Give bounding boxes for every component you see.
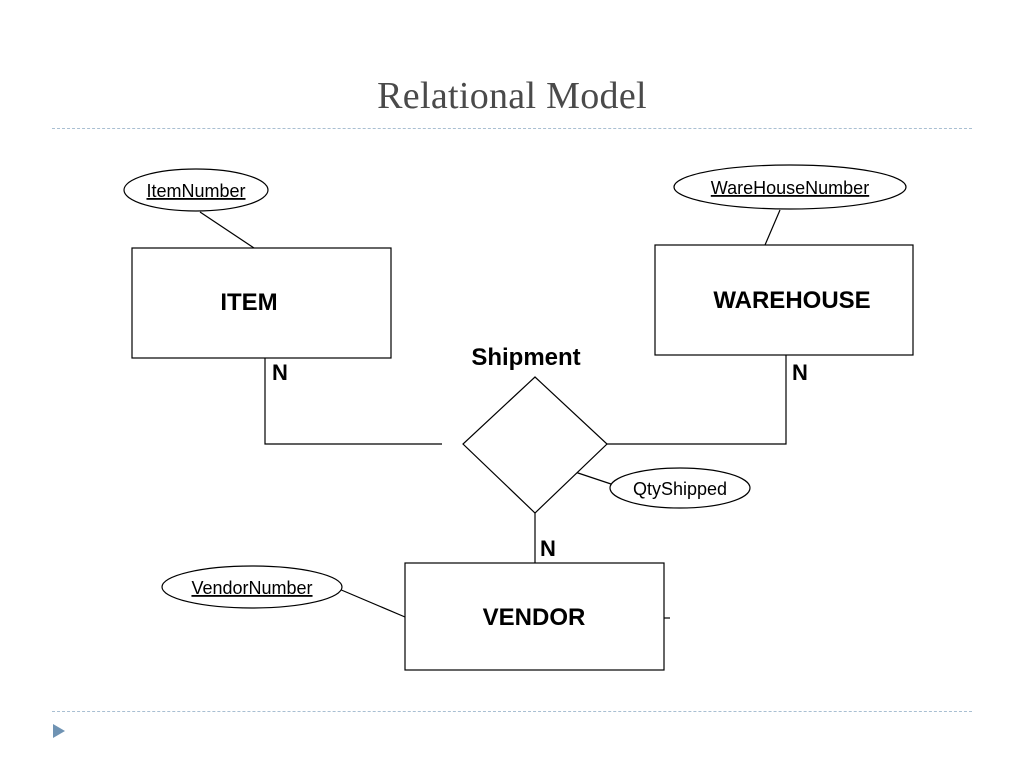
entity-vendor-label: VENDOR [483,604,586,631]
attribute-vendor-number-label: VendorNumber [191,578,312,598]
title-divider [52,128,972,129]
warehouse-number-line [764,209,781,246]
entity-vendor: VENDOR [404,562,665,671]
cardinality-vendor-label: N [540,536,556,561]
relationship-shipment-label: Shipment [471,344,580,371]
entity-warehouse-label: WAREHOUSE [713,287,870,314]
triangle-bullet-icon [52,723,66,744]
cardinality-item-label: N [272,360,288,385]
cardinality-warehouse-label: N [792,360,808,385]
attribute-item-number: ItemNumber [123,168,269,212]
entity-warehouse: WAREHOUSE [654,244,914,356]
relationship-shipment: Shipment [462,344,608,514]
entity-item-label: ITEM [220,289,277,316]
slide-title: Relational Model [377,75,647,117]
relationship-lines [199,209,787,619]
item-shipment-line [264,358,442,445]
attribute-warehouse-number-label: WareHouseNumber [711,178,869,198]
attribute-item-number-label: ItemNumber [146,181,245,201]
item-number-line [199,211,255,249]
entity-item: ITEM [131,247,392,359]
attribute-warehouse-number: WareHouseNumber [673,164,907,210]
attribute-qty-shipped-label: QtyShipped [633,479,727,499]
vendor-number-line [338,588,406,618]
attribute-vendor-number: VendorNumber [161,565,343,609]
warehouse-shipment-line [607,355,787,445]
attribute-qty-shipped: QtyShipped [609,467,751,509]
footer-divider [52,711,972,712]
